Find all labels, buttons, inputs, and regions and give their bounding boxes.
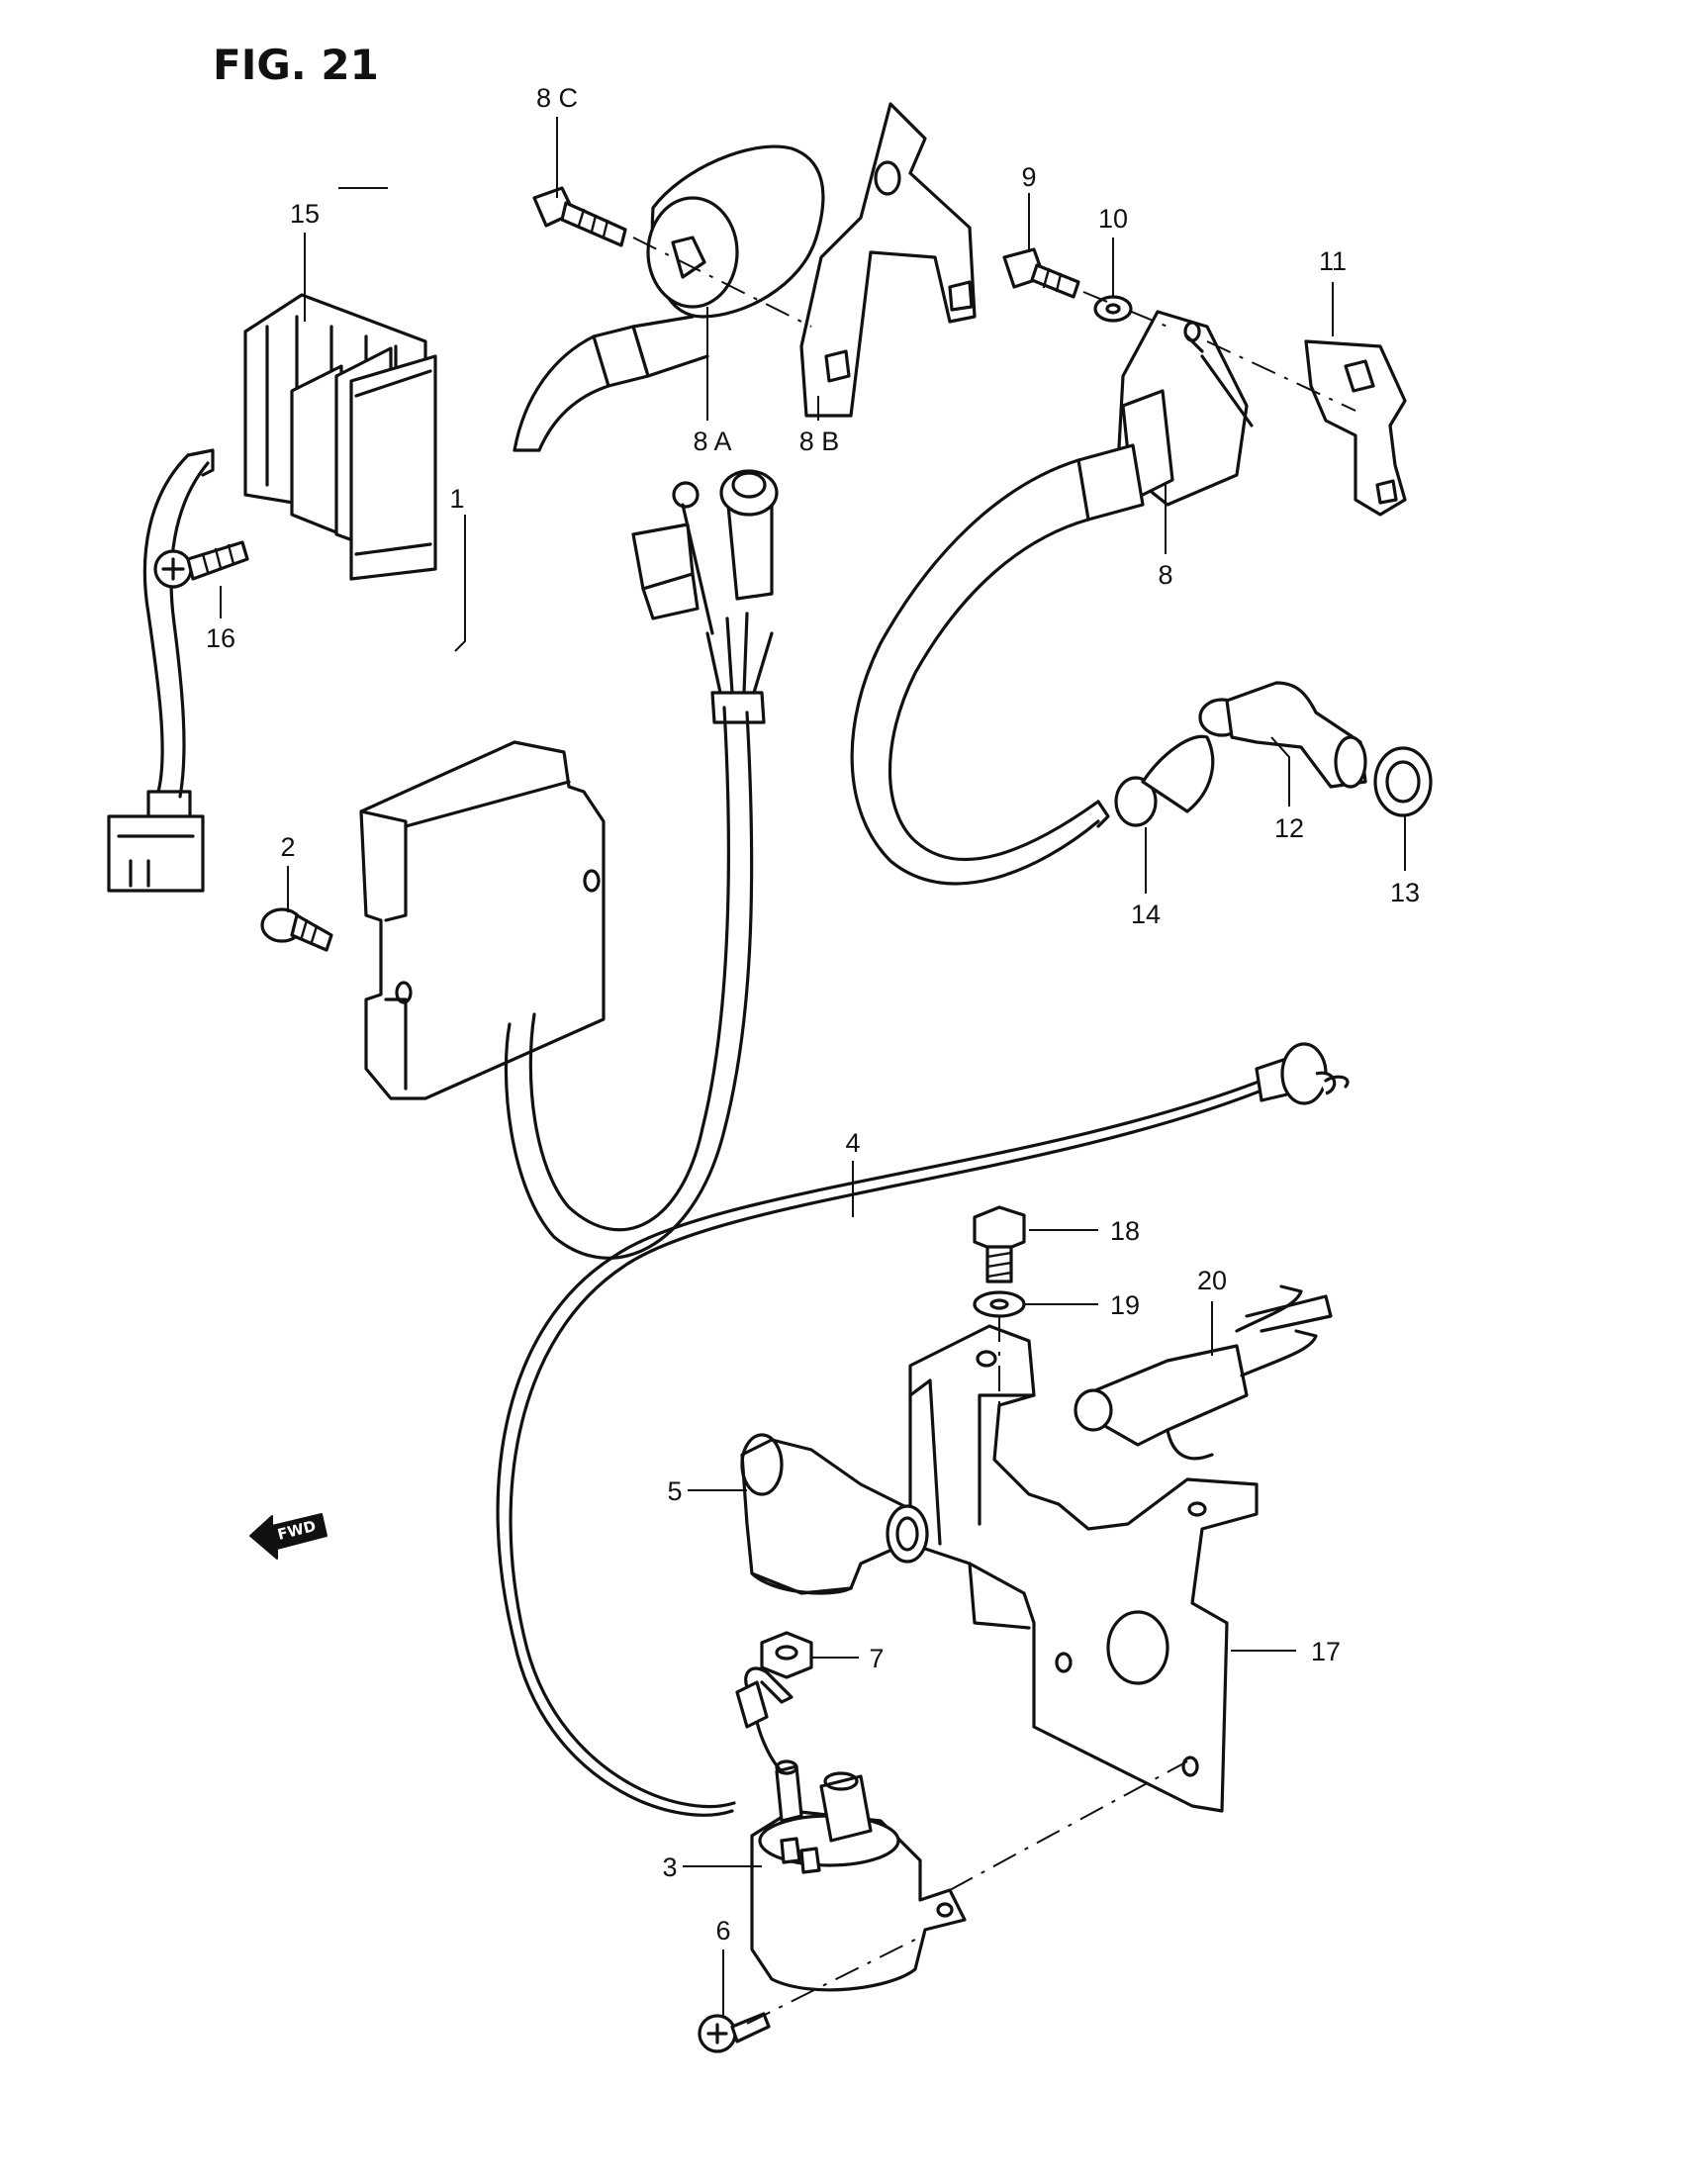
seal-13 xyxy=(1373,746,1433,817)
callout-15: 15 xyxy=(290,199,320,229)
screw-6 xyxy=(698,2012,771,2053)
callout-17: 17 xyxy=(1311,1637,1341,1666)
screw-2 xyxy=(260,907,333,952)
assembly-lines xyxy=(632,237,1356,2025)
callout-4: 4 xyxy=(845,1128,860,1158)
washer-19 xyxy=(973,1290,1026,1318)
coil-bracket-8b xyxy=(799,102,977,418)
ignition-coil-8a xyxy=(513,144,825,452)
callout-9: 9 xyxy=(1021,162,1036,192)
cdi-unit xyxy=(359,469,779,1260)
washer-10 xyxy=(1093,295,1133,323)
bracket-11 xyxy=(1304,339,1407,517)
bracket-17 xyxy=(908,1324,1259,1813)
forward-direction-marker: FWD xyxy=(249,1513,327,1560)
starter-relay-3 xyxy=(735,1666,967,1992)
washer-19-hole xyxy=(989,1298,1009,1310)
callout-20: 20 xyxy=(1197,1266,1227,1295)
plug-cap-12 xyxy=(1198,681,1367,789)
grommet-14 xyxy=(1114,734,1215,827)
callout-1: 1 xyxy=(449,484,464,514)
clip-20 xyxy=(1074,1284,1333,1461)
callout-3: 3 xyxy=(662,1852,677,1882)
bolt-9 xyxy=(1002,247,1080,299)
screw-16 xyxy=(153,540,249,589)
callout-11: 11 xyxy=(1319,246,1347,276)
callout-2: 2 xyxy=(280,832,295,862)
callout-16: 16 xyxy=(206,623,235,653)
callout-8c: 8 C xyxy=(536,83,578,113)
callout-13: 13 xyxy=(1390,878,1420,907)
callout-7: 7 xyxy=(869,1644,884,1673)
nut-7 xyxy=(760,1631,813,1679)
callout-10: 10 xyxy=(1098,204,1128,234)
ignition-coil-8 xyxy=(850,310,1254,886)
bolt-18 xyxy=(973,1205,1026,1283)
callout-18: 18 xyxy=(1110,1216,1140,1246)
callout-8b: 8 B xyxy=(799,427,840,456)
callout-labels: 1 2 3 4 5 6 7 8 8 A 8 B 8 C 9 10 11 12 1… xyxy=(206,83,1420,1946)
leader-lines xyxy=(220,117,1406,2016)
washer-10-hole xyxy=(1105,303,1121,315)
callout-19: 19 xyxy=(1110,1290,1140,1320)
callout-14: 14 xyxy=(1131,900,1161,929)
bolt-8c xyxy=(532,186,627,247)
figure-title: FIG. 21 xyxy=(213,41,379,89)
battery-cable-4 xyxy=(496,1042,1350,1817)
terminal-cover-5 xyxy=(740,1433,929,1595)
callout-12: 12 xyxy=(1274,813,1304,843)
callout-5: 5 xyxy=(667,1476,682,1506)
callout-8a: 8 A xyxy=(693,427,731,456)
callout-8: 8 xyxy=(1158,560,1172,590)
callout-6: 6 xyxy=(715,1916,730,1946)
rectifier-regulator xyxy=(107,293,437,893)
